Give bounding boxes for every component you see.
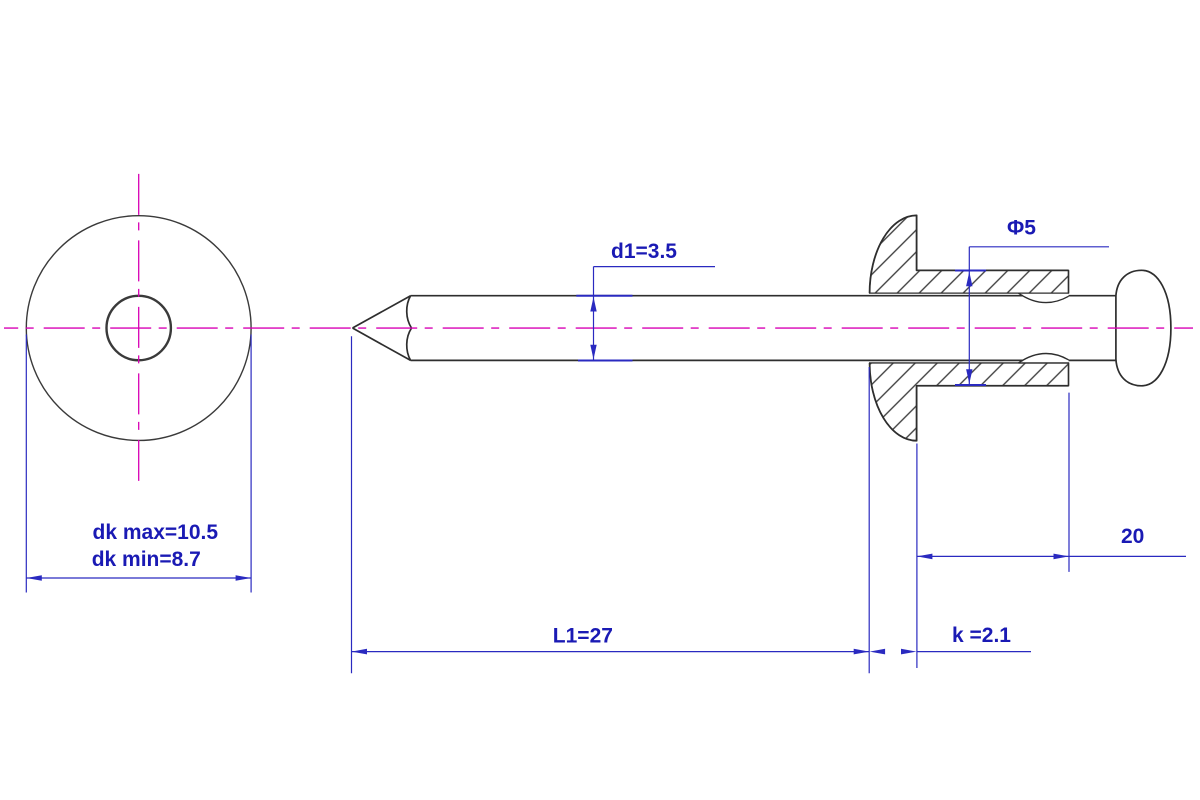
svg-text:20: 20 [1121,525,1144,548]
svg-text:dk max=10.5: dk max=10.5 [93,521,219,544]
svg-text:dk min=8.7: dk min=8.7 [92,548,201,571]
svg-text:d1=3.5: d1=3.5 [611,240,677,263]
svg-text:k =2.1: k =2.1 [952,624,1011,647]
svg-text:L1=27: L1=27 [553,625,613,648]
svg-text:Φ5: Φ5 [1007,217,1036,240]
